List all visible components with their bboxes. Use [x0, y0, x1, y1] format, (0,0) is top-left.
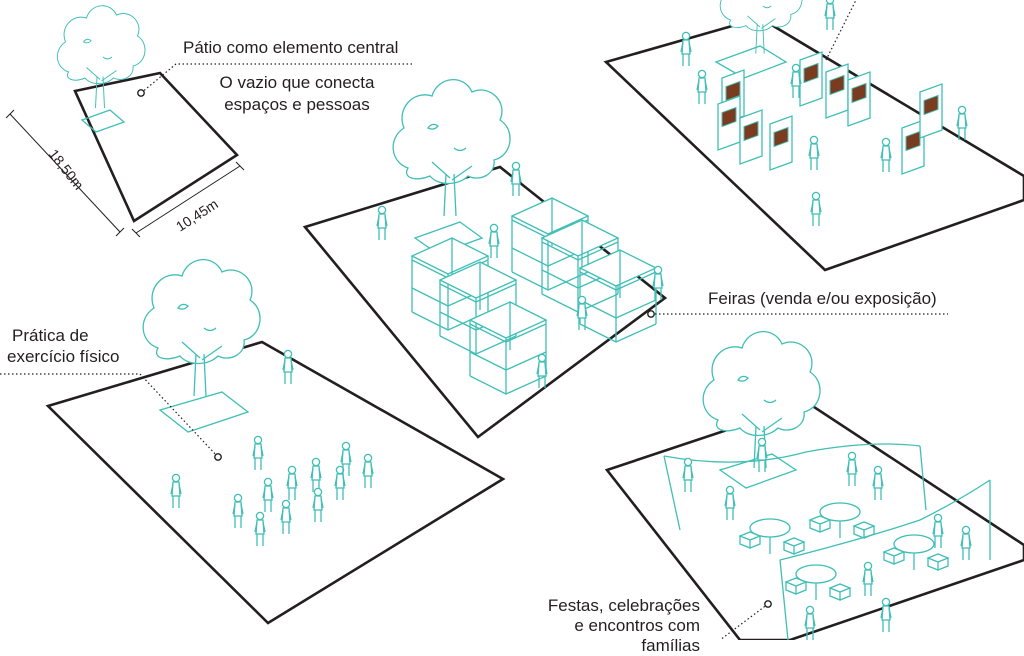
plan-exercicio [45, 259, 506, 625]
label-exercicio-2: exercício físico [7, 347, 120, 366]
string-lights [663, 443, 991, 640]
label-festas-1: Festas, celebrações [547, 596, 700, 615]
label-festas-3: famílias [641, 636, 700, 655]
scenario-diagram: 18,50m 10,45m [0, 0, 1024, 640]
label-festas-2: e encontros com [574, 616, 700, 635]
patio-plane [73, 71, 240, 223]
label-patio-sub-2: espaços e pessoas [224, 95, 370, 114]
dimension-width: 10,45m [173, 196, 221, 235]
label-feiras: Feiras (venda e/ou exposição) [708, 289, 937, 308]
dimension-line-length [9, 113, 121, 233]
label-patio-sub-1: O vazio que conecta [219, 73, 375, 92]
dimension-line-width [135, 165, 241, 234]
plan-exposicao [603, 0, 1024, 272]
leaders [0, 63, 948, 640]
plan-festas [604, 331, 1024, 640]
dimension-length: 18,50m [46, 146, 87, 193]
patio-tree-base [80, 109, 126, 133]
patio-leader [140, 63, 412, 94]
label-patio-title: Pátio como elemento central [183, 38, 399, 57]
label-exercicio-1: Prática de [12, 326, 89, 345]
exercicio-plane [45, 340, 506, 625]
plan-feiras [302, 79, 668, 439]
exercicio-leader [0, 373, 219, 458]
